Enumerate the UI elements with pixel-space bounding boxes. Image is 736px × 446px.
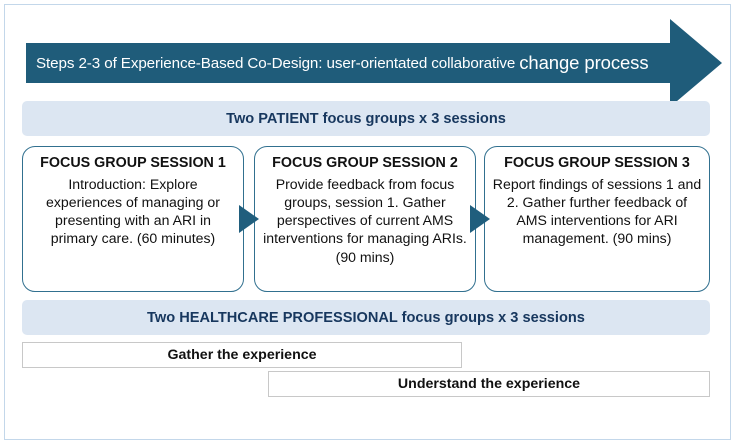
focus-group-session-3-title: FOCUS GROUP SESSION 3 [504,155,690,171]
right-arrow-banner-icon [26,19,722,107]
focus-group-session-2-title: FOCUS GROUP SESSION 2 [272,155,458,171]
focus-group-session-1-body: Introduction: Explore experiences of man… [46,175,220,247]
focus-group-session-3-body: Report findings of sessions 1 and 2. Gat… [492,175,702,247]
arrow-right-icon [239,205,259,233]
focus-group-session-2-body: Provide feedback from focus groups, sess… [263,175,467,265]
focus-group-session-1-title: FOCUS GROUP SESSION 1 [40,155,226,171]
banner-arrow: Steps 2-3 of Experience-Based Co-Design:… [26,19,722,107]
focus-group-session-2-box: FOCUS GROUP SESSION 2 Provide feedback f… [254,146,476,292]
focus-group-session-3-box: FOCUS GROUP SESSION 3 Report findings of… [484,146,710,292]
figure-frame: Steps 2-3 of Experience-Based Co-Design:… [4,4,731,440]
healthcare-professional-focus-group-band: Two HEALTHCARE PROFESSIONAL focus groups… [22,300,710,335]
arrow-right-icon [470,205,490,233]
understand-the-experience-bar: Understand the experience [268,371,710,397]
banner-title: Steps 2-3 of Experience-Based Co-Design:… [36,43,676,83]
patient-focus-group-band: Two PATIENT focus groups x 3 sessions [22,101,710,136]
focus-group-session-1-box: FOCUS GROUP SESSION 1 Introduction: Expl… [22,146,244,292]
banner-title-main: Steps 2-3 of Experience-Based Co-Design:… [36,54,516,72]
banner-title-emphasis: change process [519,52,649,73]
gather-the-experience-bar: Gather the experience [22,342,462,368]
